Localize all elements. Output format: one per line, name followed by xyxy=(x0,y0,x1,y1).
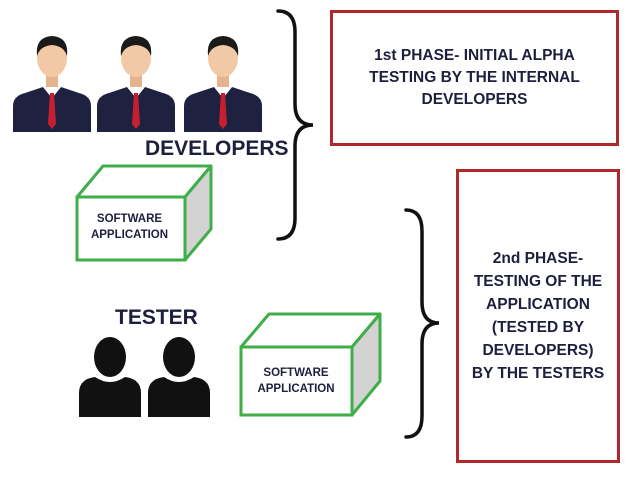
software-box-2 xyxy=(239,312,382,417)
software-box-1 xyxy=(75,164,213,262)
phase-2-box: 2nd PHASE- TESTING OF THE APPLICATION (T… xyxy=(456,169,620,463)
developer-icon-2 xyxy=(97,36,175,132)
developer-icon-1 xyxy=(13,36,91,132)
tester-label: TESTER xyxy=(115,306,198,329)
brace-2 xyxy=(404,208,440,439)
brace-1 xyxy=(276,9,314,241)
phase-2-text: 2nd PHASE- TESTING OF THE APPLICATION (T… xyxy=(471,250,605,382)
tester-icon-2 xyxy=(148,337,210,417)
developers-label: DEVELOPERS xyxy=(145,137,289,160)
phase-1-text: 1st PHASE- INITIAL ALPHA TESTING BY THE … xyxy=(369,47,580,108)
software-box-1-label: SOFTWARE APPLICATION xyxy=(90,213,169,241)
tester-icon-1 xyxy=(79,337,141,417)
phase-1-box: 1st PHASE- INITIAL ALPHA TESTING BY THE … xyxy=(330,10,619,146)
software-box-2-label: SOFTWARE APPLICATION xyxy=(257,367,335,395)
developer-icon-3 xyxy=(184,36,262,132)
